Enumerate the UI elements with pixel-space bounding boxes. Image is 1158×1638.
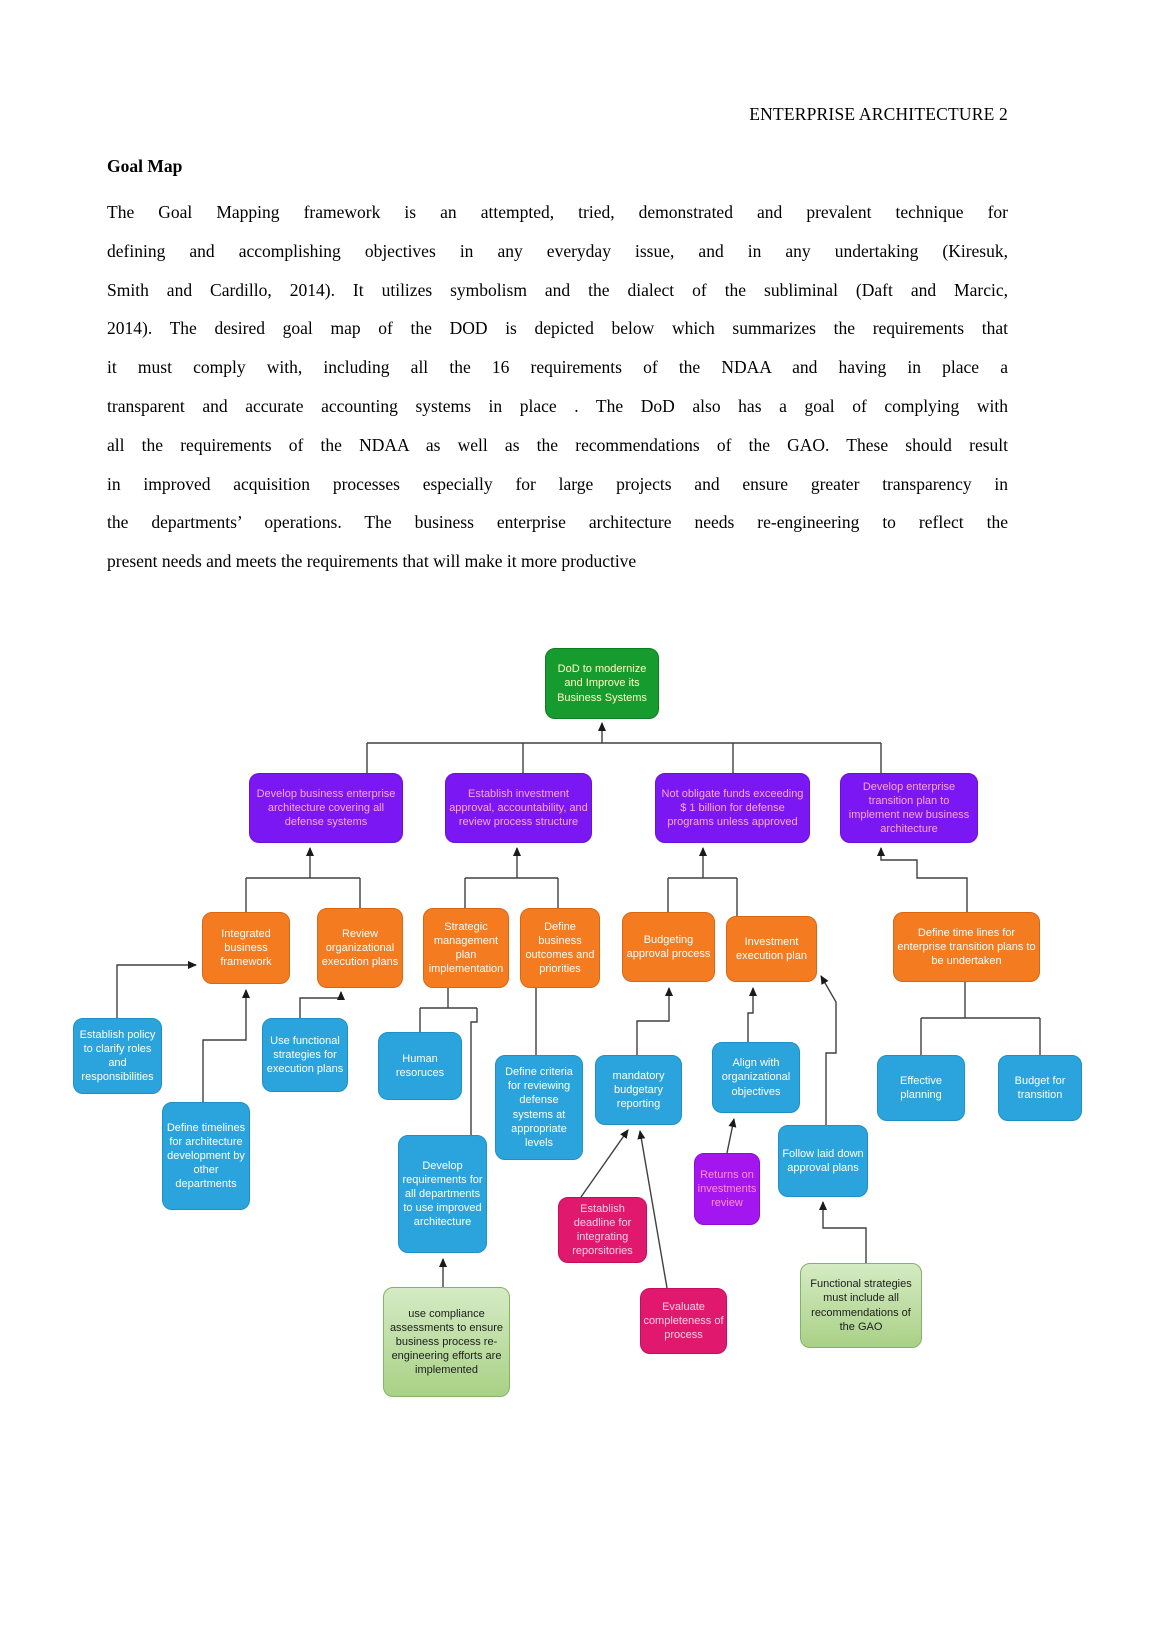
node-label: Establish policy to clarify roles and re…: [79, 1028, 156, 1084]
connector-21: [299, 991, 345, 1018]
connector-20: [202, 989, 250, 1102]
node-establish-investment-approval: Establish investment approval, accountab…: [445, 773, 592, 843]
node-label: Not obligate funds exceeding $ 1 billion…: [661, 787, 804, 829]
paragraph-line: 2014). The desired goal map of the DOD i…: [107, 318, 1008, 339]
node-define-timelines-architecture: Define timelines for architecture develo…: [162, 1102, 250, 1210]
connector-29: [820, 975, 837, 1125]
section-heading: Goal Map: [107, 156, 183, 176]
node-dod-modernize: DoD to modernize and Improve its Busines…: [545, 648, 659, 719]
node-label: Strategic management plan implementation: [428, 920, 504, 976]
node-label: Establish investment approval, accountab…: [449, 787, 588, 829]
node-not-obligate-funds: Not obligate funds exceeding $ 1 billion…: [655, 773, 810, 843]
paragraph-line: The Goal Mapping framework is an attempt…: [107, 202, 1008, 222]
node-label: Develop requirements for all departments…: [402, 1159, 483, 1229]
node-establish-deadline-repositories: Establish deadline for integrating repor…: [558, 1197, 647, 1263]
paragraph-line: present needs and meets the requirements…: [107, 551, 637, 572]
node-label: Define time lines for enterprise transit…: [897, 926, 1036, 968]
node-functional-strategies-gao: Functional strategies must include all r…: [800, 1263, 922, 1348]
paragraph-line: Smith and Cardillo, 2014). It utilizes s…: [107, 279, 1008, 300]
connector-19: [116, 961, 197, 1018]
node-label: Returns on investments review: [697, 1168, 757, 1210]
node-label: Align with organizational objectives: [721, 1057, 791, 1098]
node-develop-bea: Develop business enterprise architecture…: [249, 773, 403, 843]
paragraph: The Goal Mapping framework is an attempt…: [107, 193, 1008, 581]
node-label: Develop business enterprise architecture…: [256, 787, 396, 829]
node-label: Define criteria for reviewing defense sy…: [505, 1066, 573, 1149]
node-budget-for-transition: Budget for transition: [998, 1055, 1082, 1121]
paragraph-line: defining and accomplishing objectives in…: [107, 240, 1008, 261]
connector-25: [470, 1008, 478, 1135]
running-head: ENTERPRISE ARCHITECTURE 2: [749, 104, 1008, 124]
node-label: Integrated business framework: [220, 927, 272, 969]
paragraph-line: in improved acquisition processes especi…: [107, 473, 1008, 494]
node-follow-approval-plans: Follow laid down approval plans: [778, 1125, 868, 1197]
node-returns-on-investments: Returns on investments review: [694, 1153, 760, 1225]
node-effective-planning: Effective planning: [877, 1055, 965, 1121]
node-integrated-business-framework: Integrated business framework: [202, 912, 290, 984]
connector-38: [819, 1201, 867, 1263]
node-align-org-objectives: Align with organizational objectives: [712, 1042, 800, 1113]
node-define-business-outcomes: Define business outcomes and priorities: [520, 908, 600, 988]
node-label: use compliance assessments to ensure bus…: [389, 1307, 504, 1377]
node-label: Review organizational execution plans: [321, 927, 399, 969]
node-label: DoD to modernize and Improve its Busines…: [557, 663, 647, 704]
node-evaluate-completeness: Evaluate completeness of process: [640, 1288, 727, 1354]
node-establish-policy-roles: Establish policy to clarify roles and re…: [73, 1018, 162, 1094]
node-label: Define timelines for architecture develo…: [166, 1121, 246, 1191]
node-strategic-mgmt-plan: Strategic management plan implementation: [423, 908, 509, 988]
node-label: Evaluate completeness of process: [643, 1300, 724, 1342]
node-use-functional-strategies: Use functional strategies for execution …: [262, 1018, 348, 1092]
paragraph-line: it must comply with, including all the 1…: [107, 357, 1008, 378]
node-label: Human resoruces: [395, 1052, 445, 1079]
node-use-compliance-assessments: use compliance assessments to ensure bus…: [383, 1287, 510, 1397]
node-label: Investment execution plan: [736, 935, 807, 962]
node-label: mandatory budgetary reporting: [612, 1069, 665, 1111]
node-define-criteria-reviewing: Define criteria for reviewing defense sy…: [495, 1055, 583, 1160]
node-develop-transition-plan: Develop enterprise transition plan to im…: [840, 773, 978, 843]
node-label: Define business outcomes and priorities: [525, 920, 595, 976]
node-label: Follow laid down approval plans: [782, 1147, 864, 1174]
node-label: Budgeting approval process: [626, 933, 711, 960]
paragraph-line: transparent and accurate accounting syst…: [107, 395, 1008, 416]
node-mandatory-budgetary-reporting: mandatory budgetary reporting: [595, 1055, 682, 1125]
node-label: Budget for transition: [1014, 1074, 1066, 1101]
node-investment-execution-plan: Investment execution plan: [726, 916, 817, 982]
connector-35: [580, 1129, 629, 1198]
node-define-time-lines: Define time lines for enterprise transit…: [893, 912, 1040, 982]
node-review-org-execution-plans: Review organizational execution plans: [317, 908, 403, 988]
node-label: Develop enterprise transition plan to im…: [848, 780, 970, 836]
connector-28: [747, 987, 757, 1042]
paragraph-line: all the requirements of the NDAA as well…: [107, 434, 1008, 455]
node-label: Functional strategies must include all r…: [810, 1278, 912, 1333]
node-budgeting-approval-process: Budgeting approval process: [622, 912, 715, 982]
node-label: Effective planning: [900, 1074, 942, 1101]
connector-18: [877, 847, 968, 912]
connector-27: [636, 987, 673, 1055]
node-human-resources: Human resoruces: [378, 1032, 462, 1100]
node-label: Use functional strategies for execution …: [266, 1034, 344, 1076]
connector-34: [726, 1118, 737, 1154]
node-label: Establish deadline for integrating repor…: [572, 1202, 633, 1258]
paragraph-line: the departments’ operations. The busines…: [107, 512, 1008, 533]
node-develop-requirements: Develop requirements for all departments…: [398, 1135, 487, 1253]
